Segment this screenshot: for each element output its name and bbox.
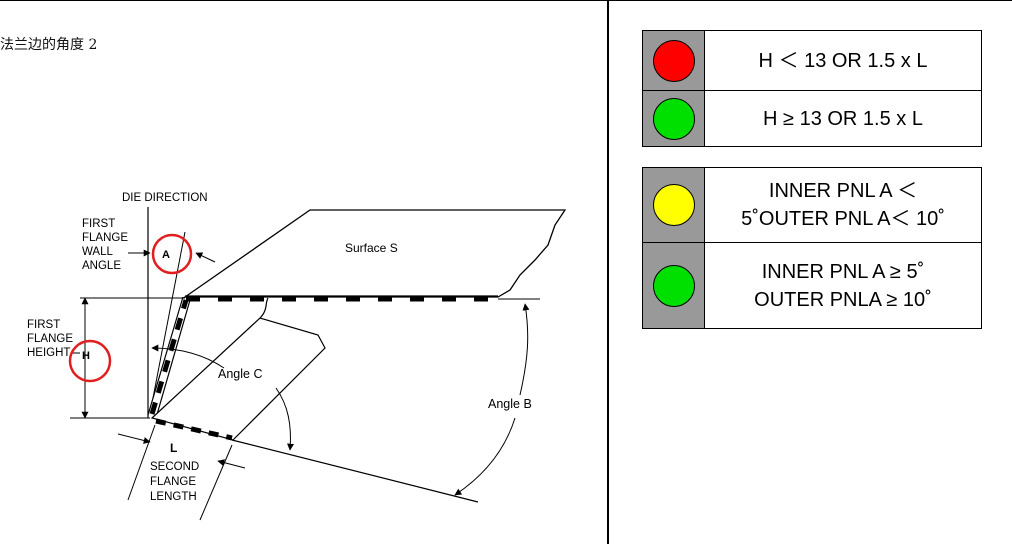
- flange-angle-diagram: DIE DIRECTION FIRST FLANGE WALL ANGLE FI…: [27, 192, 567, 521]
- second-flange-dashes: [155, 418, 233, 441]
- criteria-text: INNER PNL A ≥ 5˚ OUTER PNLA ≥ 10˚: [704, 242, 982, 329]
- criteria-text: H ＜ 13 OR 1.5 x L: [704, 30, 982, 91]
- angle-b-arc-lower: [454, 417, 516, 496]
- second-flange: [150, 317, 326, 441]
- flange-wall-dashes: [149, 299, 189, 415]
- marker-a-highlight: [151, 233, 193, 275]
- flange-wall-inner: [155, 299, 191, 419]
- angle-b-arc-upper: [519, 303, 530, 396]
- wall-angle-arrow: [195, 252, 216, 263]
- wall-angle-label: FIRST FLANGE WALL ANGLE: [82, 218, 131, 272]
- top-border: [0, 0, 1012, 1]
- length-marker-label: L: [170, 441, 177, 455]
- length-arrow-left: [117, 433, 151, 444]
- criteria-text: H ≥ 13 OR 1.5 x L: [704, 90, 982, 147]
- angle-b-label: Angle B: [488, 397, 532, 411]
- marker-h-highlight: [68, 339, 112, 383]
- light-cell: [642, 30, 705, 91]
- criteria-line: 5˚OUTER PNL A＜ 10˚: [741, 208, 945, 230]
- surface-s-label: Surface S: [345, 241, 398, 255]
- angle-criteria-table: INNER PNL A ＜ 5˚OUTER PNL A＜ 10˚ INNER P…: [642, 167, 982, 329]
- marker-a-label: A: [162, 249, 170, 261]
- light-cell: [642, 90, 705, 147]
- page-title: 法兰边的角度 2: [0, 37, 98, 53]
- angle-c-baseline: [231, 439, 479, 503]
- green-light-icon: [652, 97, 695, 140]
- wall-angle-line: [152, 231, 186, 399]
- criteria-row-yellow: INNER PNL A ＜ 5˚OUTER PNL A＜ 10˚: [642, 167, 982, 243]
- red-light-icon: [652, 39, 695, 82]
- criteria-text: INNER PNL A ＜ 5˚OUTER PNL A＜ 10˚: [704, 167, 982, 243]
- second-flange-curve: [259, 297, 269, 319]
- light-cell: [642, 242, 705, 329]
- height-criteria-table: H ＜ 13 OR 1.5 x L H ≥ 13 OR 1.5 x L: [642, 30, 982, 147]
- length-arrow-right: [217, 459, 246, 469]
- length-extension-right: [199, 444, 233, 521]
- criteria-row-green: INNER PNL A ≥ 5˚ OUTER PNLA ≥ 10˚: [642, 242, 982, 329]
- yellow-light-icon: [652, 184, 695, 226]
- criteria-row-green: H ≥ 13 OR 1.5 x L: [642, 90, 982, 147]
- criteria-row-red: H ＜ 13 OR 1.5 x L: [642, 30, 982, 91]
- marker-h-label: H: [82, 350, 90, 362]
- flange-height-label: FIRST FLANGE HEIGHT: [27, 319, 76, 359]
- angle-c-arc-upper: [151, 344, 225, 369]
- criteria-line: INNER PNL A ≥ 5˚: [761, 260, 925, 283]
- die-direction-label: DIE DIRECTION: [122, 192, 208, 204]
- column-divider: [607, 0, 609, 544]
- criteria-line: OUTER PNLA ≥ 10˚: [754, 288, 932, 311]
- angle-c-label: Angle C: [218, 367, 262, 381]
- surface-s-panel: [182, 209, 567, 298]
- second-flange-length-label: SECOND FLANGE LENGTH: [150, 461, 202, 503]
- light-cell: [642, 167, 705, 243]
- angle-c-arc-lower: [275, 387, 294, 451]
- criteria-line: INNER PNL A ＜: [768, 180, 918, 202]
- green-light-icon: [652, 264, 695, 307]
